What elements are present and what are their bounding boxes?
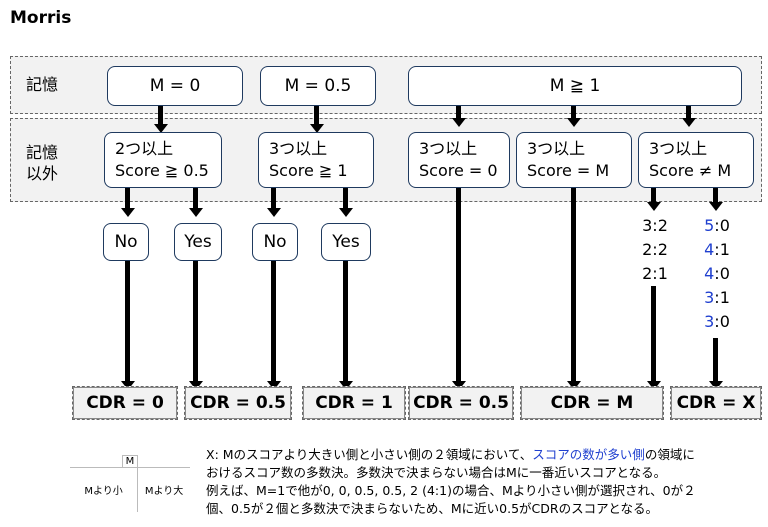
decision-no-2: No	[252, 223, 298, 261]
arrow-shaft	[343, 188, 348, 210]
ratio-item: 5:0	[704, 216, 730, 235]
legend-right: Mより大	[137, 467, 190, 512]
nonmem-box-4: 3つ以上 Score = M	[516, 132, 632, 188]
arrow-head	[120, 381, 135, 390]
arrow-shaft	[713, 188, 718, 204]
arrow-shaft	[456, 106, 461, 120]
cdr-result-3: CDR = 1	[302, 386, 406, 420]
arrow-head	[153, 124, 168, 133]
arrow-head	[451, 381, 466, 390]
ratio-item: 4:0	[704, 264, 730, 283]
arrow-shaft	[343, 261, 348, 383]
ratio-item: 4:1	[704, 240, 730, 259]
legend-top: M	[121, 455, 139, 468]
arrow-shaft	[193, 261, 198, 383]
nonmem-box-5: 3つ以上 Score ≠ M	[638, 132, 754, 188]
arrow-head	[266, 208, 281, 217]
arrow-shaft	[713, 338, 718, 383]
arrow-shaft	[125, 261, 130, 383]
arrow-shaft	[125, 188, 130, 210]
arrow-shaft	[651, 188, 656, 204]
non-memory-band-label: 記憶 以外	[26, 143, 59, 183]
arrow-shaft	[651, 286, 656, 383]
legend-table: M Mより小 Mより大	[70, 455, 190, 512]
arrow-head	[681, 118, 696, 127]
arrow-shaft	[271, 261, 276, 383]
memory-band-label: 記憶	[26, 75, 59, 94]
decision-no-1: No	[103, 223, 149, 261]
arrow-head	[309, 124, 324, 133]
arrow-head	[188, 381, 203, 390]
cdr-result-4: CDR = 0.5	[408, 386, 514, 420]
arrow-shaft	[314, 106, 319, 126]
arrow-shaft	[571, 106, 576, 120]
arrow-head	[708, 202, 723, 211]
ratio-item: 2:2	[642, 240, 668, 259]
arrow-head	[338, 381, 353, 390]
nonmem-box-3: 3つ以上 Score = 0	[408, 132, 510, 188]
arrow-head	[266, 381, 281, 390]
memory-box-m05: M = 0.5	[260, 66, 376, 106]
arrow-head	[188, 208, 203, 217]
cdr-result-1: CDR = 0	[72, 386, 178, 420]
memory-box-m1plus: M ≧ 1	[408, 66, 742, 106]
nonmem-box-1: 2つ以上 Score ≧ 0.5	[104, 132, 222, 188]
memory-box-m0: M = 0	[107, 66, 243, 106]
arrow-head	[646, 202, 661, 211]
arrow-head	[566, 381, 581, 390]
explanation-note: X: Mのスコアより大きい側と小さい側の２領域において、スコアの数が多い側の領域…	[206, 447, 696, 516]
legend-left: Mより小	[70, 467, 139, 512]
ratio-list-left: 3:2 2:2 2:1	[632, 214, 678, 286]
nonmem-box-2: 3つ以上 Score ≧ 1	[258, 132, 374, 188]
arrow-head	[566, 118, 581, 127]
ratio-item: 3:1	[704, 288, 730, 307]
arrow-shaft	[571, 188, 576, 383]
arrow-head	[708, 381, 723, 390]
arrow-shaft	[686, 106, 691, 120]
decision-yes-1: Yes	[174, 223, 222, 261]
cdr-result-5: CDR = M	[520, 386, 664, 420]
arrow-shaft	[158, 106, 163, 126]
page-title: Morris	[10, 8, 72, 28]
decision-yes-2: Yes	[321, 223, 371, 261]
arrow-shaft	[456, 188, 461, 383]
arrow-shaft	[193, 188, 198, 210]
arrow-head	[120, 208, 135, 217]
ratio-item: 2:1	[642, 264, 668, 283]
ratio-item: 3:2	[642, 216, 668, 235]
arrow-head	[338, 208, 353, 217]
cdr-result-2: CDR = 0.5	[184, 386, 292, 420]
cdr-result-6: CDR = X	[670, 386, 762, 420]
arrow-shaft	[271, 188, 276, 210]
arrow-head	[646, 381, 661, 390]
arrow-head	[451, 118, 466, 127]
ratio-list-right: 5:0 4:1 4:0 3:1 3:0	[694, 214, 740, 334]
ratio-item: 3:0	[704, 312, 730, 331]
